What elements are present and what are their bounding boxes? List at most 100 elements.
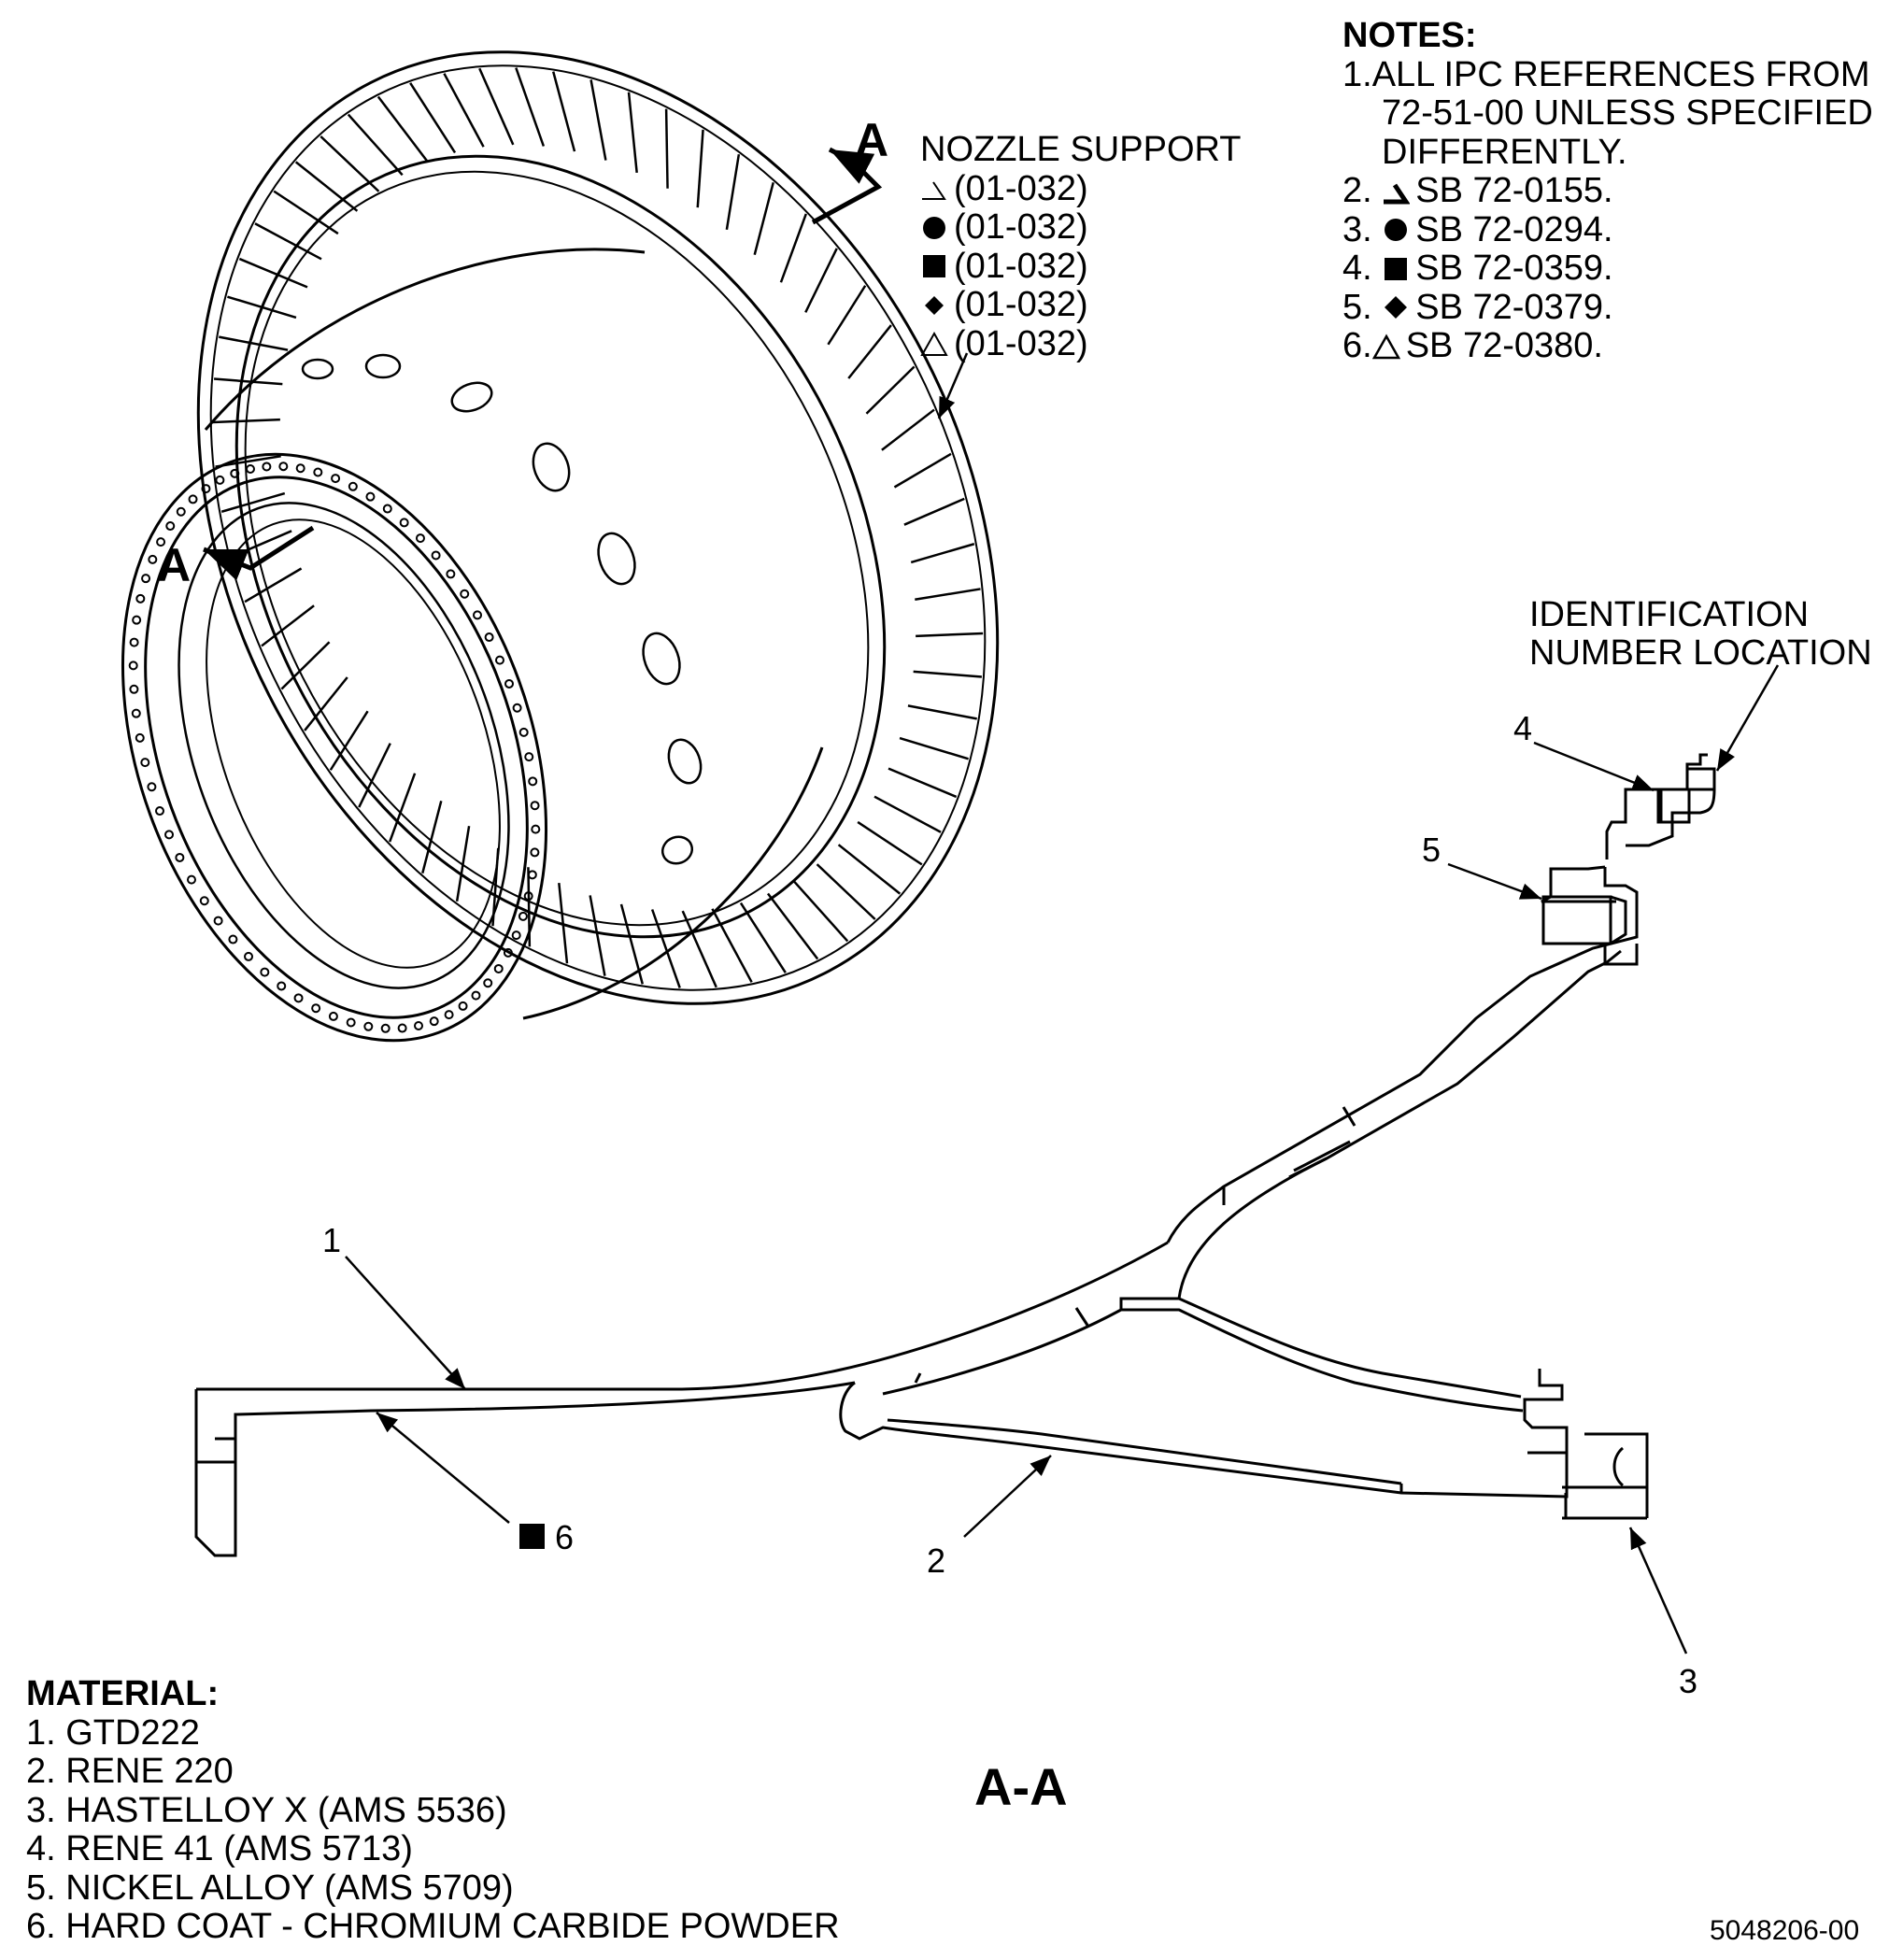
vane — [650, 909, 681, 988]
material-item-6: 6. HARD COAT - CHROMIUM CARBIDE POWDER — [26, 1907, 840, 1946]
identification-label: IDENTIFICATION NUMBER LOCATION — [1529, 596, 1872, 673]
note-5: 5. SB 72-0379. — [1342, 287, 1613, 327]
flange-bolt-hole — [277, 981, 287, 991]
flange-bolt-hole — [528, 776, 538, 787]
nozzle-support-title: NOZZLE SUPPORT — [920, 130, 1242, 169]
material-title: MATERIAL: — [26, 1674, 220, 1713]
vane — [779, 213, 807, 283]
flange-bolt-hole — [414, 1021, 424, 1031]
nozzle-ref-2: (01-032) — [920, 207, 1241, 248]
vane — [804, 248, 838, 313]
filled-diamond-icon — [925, 295, 944, 315]
flange-bolt-holes — [128, 462, 541, 1033]
vane — [696, 129, 704, 208]
drawing-number: 5048206-00 — [1710, 1915, 1860, 1946]
vane — [219, 335, 289, 351]
flange-bolt-hole — [188, 494, 198, 504]
flange-bolt-hole — [458, 1001, 468, 1011]
leader-3 — [1628, 1527, 1688, 1655]
note-3: 3. SB 72-0294. — [1342, 209, 1613, 249]
vane — [304, 676, 348, 731]
material-item-4: 4. RENE 41 (AMS 5713) — [26, 1829, 413, 1868]
cylinder-body — [204, 248, 824, 1020]
flange-bolt-hole — [512, 703, 522, 713]
flange-bolt-hole — [493, 963, 504, 973]
flange-bolt-hole — [228, 934, 238, 944]
flange-bolt-hole — [504, 678, 514, 689]
flange-bolt-hole — [135, 593, 146, 604]
filled-square-icon — [1385, 257, 1408, 280]
vane — [409, 82, 457, 154]
filled-circle-icon — [1385, 219, 1408, 242]
flange-bolt-hole — [260, 967, 270, 977]
open-triangle-icon — [920, 332, 948, 357]
flange-bolt-hole — [295, 463, 305, 474]
vane — [847, 324, 892, 379]
vane — [212, 418, 280, 424]
identification-line-1: IDENTIFICATION — [1529, 595, 1810, 634]
vane — [389, 773, 417, 843]
flange-bolt-hole — [328, 1011, 338, 1021]
flange-bolt-hole — [483, 978, 493, 988]
flange-bolt-hole — [446, 569, 456, 579]
vane — [358, 743, 391, 808]
flange-bolt-hole — [415, 533, 425, 544]
front-flange-inner — [144, 476, 529, 1019]
flange-bolt-hole — [523, 891, 533, 902]
material-item-2: 2. RENE 220 — [26, 1752, 234, 1791]
vane — [455, 825, 471, 902]
callout-2: 2 — [927, 1541, 946, 1580]
section-cut-line — [203, 147, 883, 581]
vane — [238, 257, 308, 289]
flange-bolt-hole — [429, 1016, 439, 1027]
vane — [766, 892, 819, 960]
flange-bolt-hole — [140, 758, 150, 768]
flange-bolt-hole — [132, 615, 142, 625]
flange-bolt-hole — [473, 610, 483, 620]
vane — [589, 79, 607, 161]
vane — [893, 452, 952, 489]
note-6: 6.SB 72-0380. — [1342, 326, 1603, 365]
callout-6: 6 — [555, 1518, 575, 1556]
vane — [865, 365, 916, 415]
vane — [725, 153, 741, 231]
leader-6 — [376, 1412, 510, 1524]
flange-bolt-hole — [331, 474, 341, 484]
nozzle-ref-5: (01-032) — [920, 324, 1241, 364]
note-4: 4. SB 72-0359. — [1342, 249, 1613, 288]
vane — [421, 801, 443, 874]
ref-leaders — [937, 352, 969, 419]
flange-bolt-hole — [348, 481, 358, 491]
leader-5 — [1447, 862, 1542, 901]
vane — [280, 641, 331, 690]
callout-4: 4 — [1513, 709, 1533, 747]
vane — [753, 181, 774, 255]
filled-diamond-icon — [1385, 296, 1408, 320]
callout-1: 1 — [322, 1221, 342, 1259]
note-1-line-3: DIFFERENTLY. — [1382, 132, 1627, 172]
flange-bolt-hole — [460, 589, 470, 599]
vane — [558, 883, 569, 964]
flange-bolt-hole — [129, 684, 139, 694]
flange-bolt-hole — [147, 782, 157, 792]
flange-bolt-hole — [363, 1021, 374, 1031]
front-flange-bore — [178, 502, 510, 989]
flange-bolt-hole — [346, 1017, 356, 1028]
flange-bolt-hole — [431, 550, 441, 561]
flange-bolt-hole — [262, 462, 272, 472]
vane — [347, 113, 404, 177]
flange-bolt-hole — [201, 484, 211, 494]
vane — [907, 704, 977, 720]
cylinder-holes — [301, 353, 703, 865]
flange-bolt-hole — [175, 852, 185, 862]
flange-bolt-hole — [199, 896, 209, 906]
vane — [227, 295, 297, 320]
vane — [589, 895, 606, 976]
vane — [664, 108, 669, 189]
leader-1 — [345, 1256, 466, 1390]
vane — [915, 588, 981, 601]
nozzle-ref-1: (01-032) — [920, 169, 1241, 209]
flange-bolt-hole — [511, 930, 521, 941]
vane-ring-inner-edge-2 — [244, 170, 870, 927]
flange-bolt-hole — [230, 468, 240, 478]
